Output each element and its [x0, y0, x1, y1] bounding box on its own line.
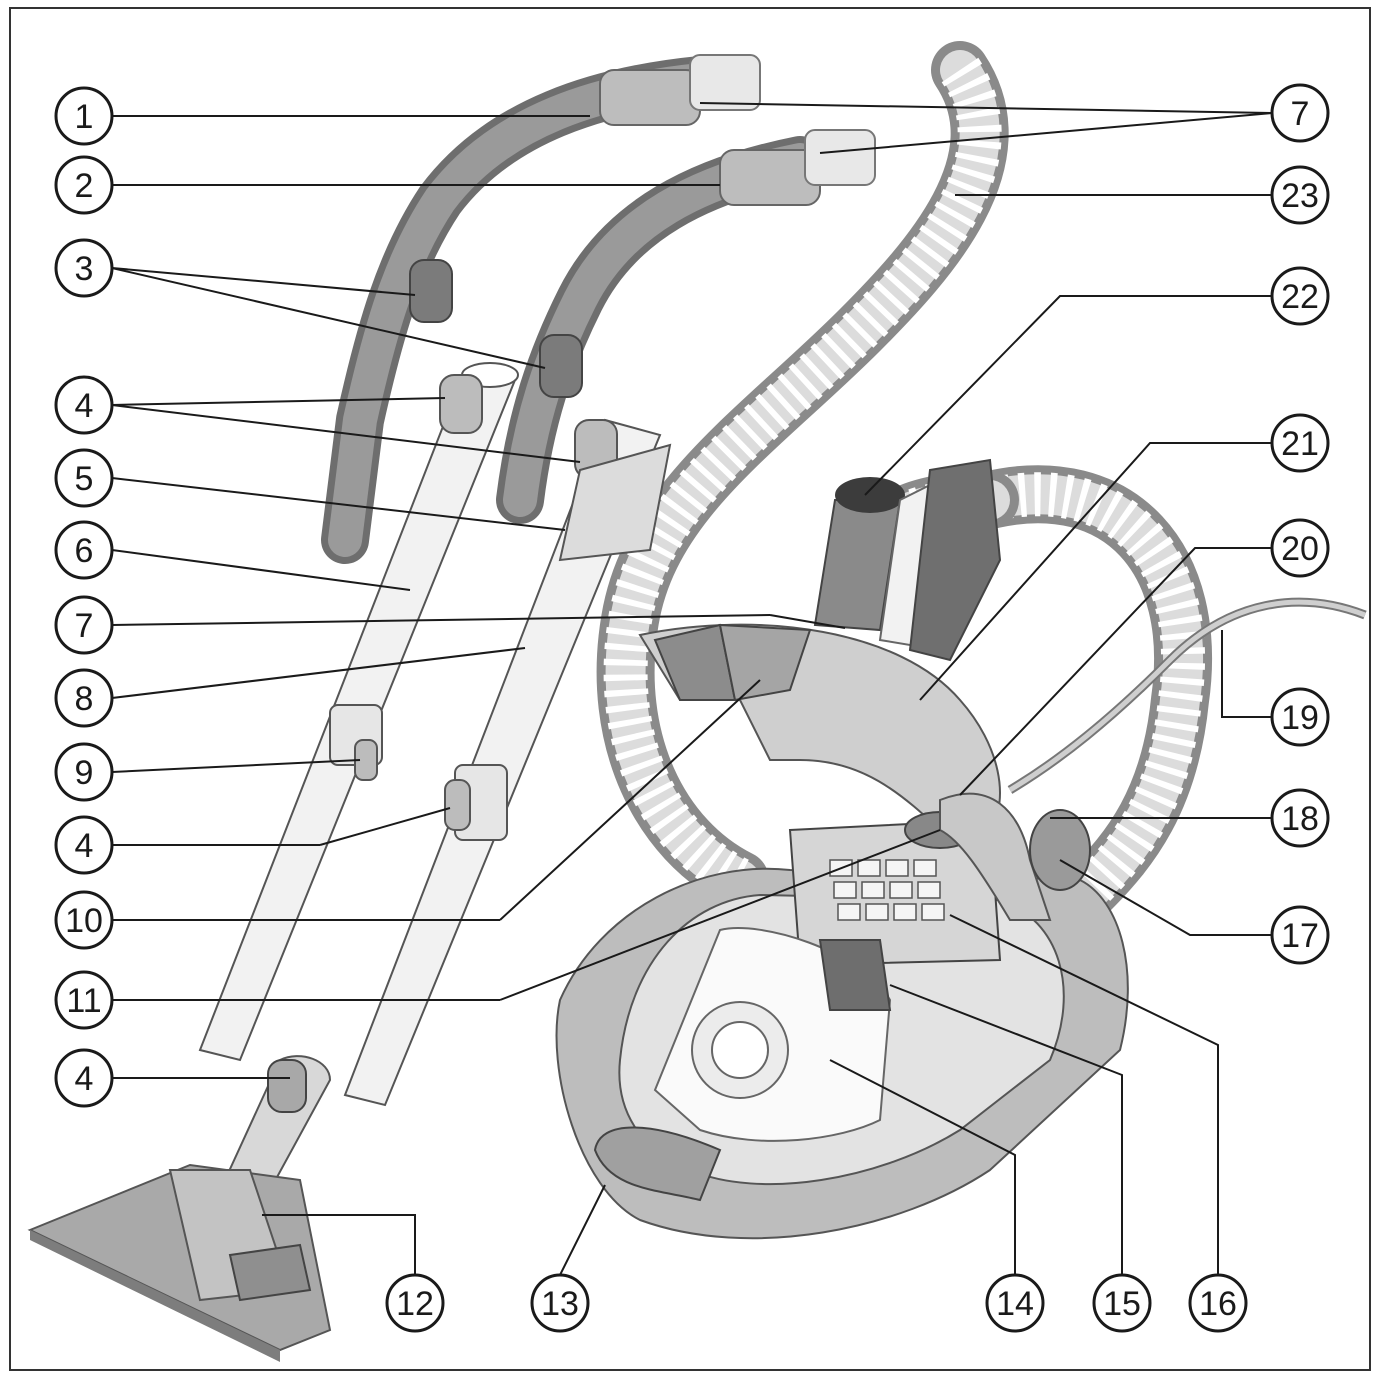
callout-circle	[54, 1048, 114, 1108]
handle-left	[321, 54, 761, 564]
callout-c3: 3	[54, 238, 114, 298]
callout-circle	[54, 238, 114, 298]
callout-circle	[54, 742, 114, 802]
callout-c9: 9	[54, 742, 114, 802]
callout-circle	[54, 448, 114, 508]
callout-circle	[1270, 83, 1330, 143]
callout-circle	[54, 595, 114, 655]
callout-number: 13	[541, 1285, 579, 1323]
callout-number: 5	[75, 460, 94, 498]
callout-number: 8	[75, 680, 94, 718]
accessory-set	[813, 458, 1002, 662]
vacuum-body	[555, 792, 1129, 1240]
callout-c15: 15	[1092, 1273, 1152, 1333]
callout-number: 15	[1103, 1285, 1141, 1323]
vacuum-lid	[638, 623, 1001, 842]
callout-circle	[530, 1273, 590, 1333]
callout-c22: 22	[1270, 266, 1330, 326]
callout-circle	[1270, 266, 1330, 326]
callout-number: 4	[75, 1060, 94, 1098]
callout-c12: 12	[385, 1273, 445, 1333]
callout-number: 23	[1281, 177, 1319, 215]
callout-circle	[54, 970, 114, 1030]
callout-number: 11	[66, 982, 101, 1020]
handle-right	[496, 129, 876, 524]
callout-c21: 21	[1270, 413, 1330, 473]
callout-c1: 1	[54, 86, 114, 146]
callout-c8: 8	[54, 668, 114, 728]
callout-circle	[54, 155, 114, 215]
callout-c10: 10	[54, 890, 114, 950]
callout-circle	[54, 815, 114, 875]
callout-number: 7	[75, 607, 94, 645]
callout-c11: 11	[54, 970, 114, 1030]
callout-number: 4	[75, 387, 94, 425]
floor-nozzle	[27, 1055, 332, 1362]
callout-c7a: 7	[54, 595, 114, 655]
callout-number: 4	[75, 827, 94, 865]
callout-circle	[985, 1273, 1045, 1333]
callout-c19: 19	[1270, 687, 1330, 747]
callout-circle	[54, 668, 114, 728]
callout-number: 18	[1281, 800, 1319, 838]
callout-c5: 5	[54, 448, 114, 508]
callout-circle	[54, 375, 114, 435]
callout-circle	[1270, 413, 1330, 473]
callout-number: 10	[65, 902, 103, 940]
callout-number: 21	[1281, 425, 1319, 463]
callout-number: 9	[75, 754, 94, 792]
callout-circle	[54, 520, 114, 580]
callout-circle	[1092, 1273, 1152, 1333]
callout-c6: 6	[54, 520, 114, 580]
callout-number: 2	[75, 167, 94, 205]
callout-number: 14	[996, 1285, 1034, 1323]
callout-number: 1	[75, 98, 94, 136]
callout-c20: 20	[1270, 518, 1330, 578]
callout-c13: 13	[530, 1273, 590, 1333]
callout-number: 19	[1281, 699, 1319, 737]
callout-c4a: 4	[54, 375, 114, 435]
callout-number: 7	[1291, 95, 1310, 133]
callout-circle	[1270, 788, 1330, 848]
callout-number: 16	[1199, 1285, 1237, 1323]
telescopic-tube-left	[198, 362, 519, 1062]
callout-c4c: 4	[54, 1048, 114, 1108]
callout-c17: 17	[1270, 905, 1330, 965]
callout-number: 17	[1281, 917, 1319, 955]
callout-number: 22	[1281, 278, 1319, 316]
callout-c14: 14	[985, 1273, 1045, 1333]
callout-c7b: 7	[1270, 83, 1330, 143]
callout-circle	[1188, 1273, 1248, 1333]
callout-circle	[1270, 905, 1330, 965]
callout-c4b: 4	[54, 815, 114, 875]
callout-c18: 18	[1270, 788, 1330, 848]
callout-c16: 16	[1188, 1273, 1248, 1333]
callout-number: 6	[75, 532, 94, 570]
callout-circle	[385, 1273, 445, 1333]
callout-number: 12	[396, 1285, 434, 1323]
callout-number: 20	[1281, 530, 1319, 568]
leader-lines	[111, 102, 1274, 1276]
callout-circle	[1270, 165, 1330, 225]
callout-circle	[54, 86, 114, 146]
callout-c2: 2	[54, 155, 114, 215]
callout-circle	[1270, 687, 1330, 747]
callout-circle	[54, 890, 114, 950]
callout-circle	[1270, 518, 1330, 578]
callout-c23: 23	[1270, 165, 1330, 225]
telescopic-tube-right	[343, 418, 672, 1107]
callout-number: 3	[75, 250, 94, 288]
